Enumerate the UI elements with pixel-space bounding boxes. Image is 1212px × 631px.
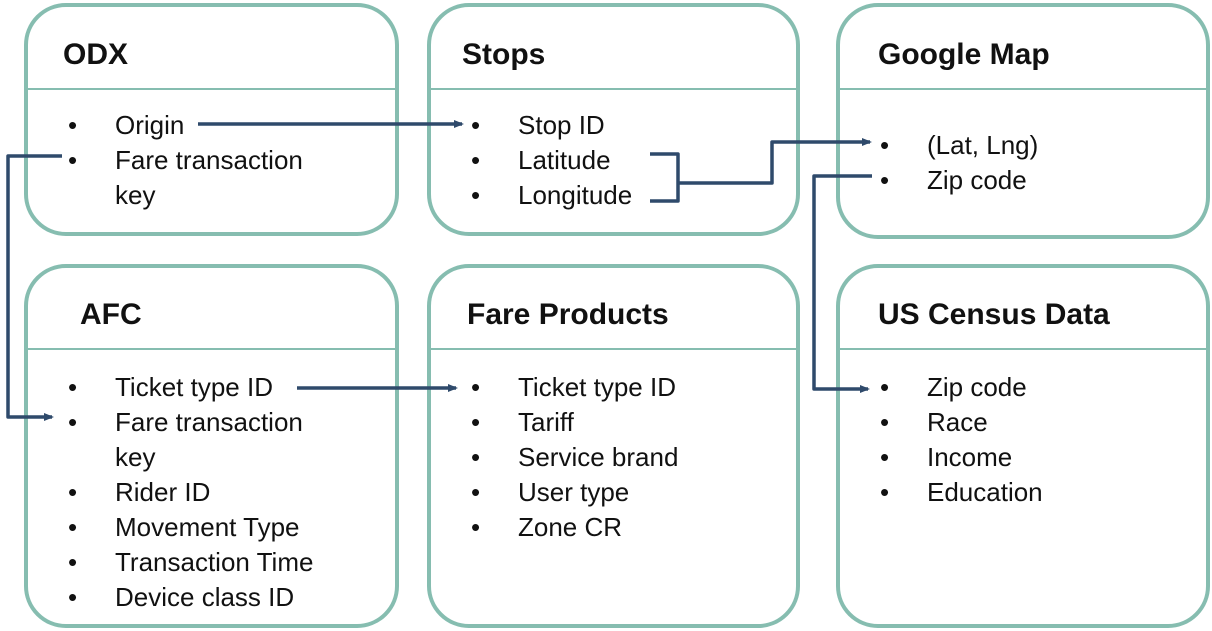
stops-list: • Stop ID • Latitude • Longitude bbox=[431, 108, 632, 213]
fare-products-item-service-brand: • Service brand bbox=[431, 440, 678, 475]
google-map-list: • (Lat, Lng) • Zip code bbox=[840, 128, 1038, 198]
item-text: (Lat, Lng) bbox=[927, 130, 1039, 160]
bullet: • bbox=[68, 372, 78, 402]
bullet: • bbox=[68, 407, 78, 437]
item-text: Zip code bbox=[927, 165, 1027, 195]
bullet: • bbox=[68, 512, 78, 542]
afc-item-device-class-id: • Device class ID bbox=[28, 580, 313, 615]
afc-divider bbox=[28, 348, 395, 350]
google-map-item-lat-lng: • (Lat, Lng) bbox=[840, 128, 1038, 163]
stops-item-longitude: • Longitude bbox=[431, 178, 632, 213]
fare-products-divider bbox=[431, 348, 796, 350]
bullet: • bbox=[880, 130, 890, 160]
fare-products-item-ticket-type-id: • Ticket type ID bbox=[431, 370, 678, 405]
fare-products-title: Fare Products bbox=[467, 298, 669, 331]
item-text: User type bbox=[518, 477, 630, 507]
afc-box: AFC • Ticket type ID • Fare transaction key… bbox=[24, 264, 399, 628]
fare-products-item-tariff: • Tariff bbox=[431, 405, 678, 440]
odx-list: • Origin • Fare transaction key bbox=[28, 108, 303, 213]
afc-list: • Ticket type ID • Fare transaction key • Ri… bbox=[28, 370, 313, 615]
bullet: • bbox=[880, 372, 890, 402]
item-text: Fare transaction bbox=[115, 407, 303, 437]
stops-divider bbox=[431, 88, 796, 90]
bullet: • bbox=[471, 110, 481, 140]
item-text: Rider ID bbox=[115, 477, 211, 507]
item-text: Tariff bbox=[518, 407, 574, 437]
bullet: • bbox=[471, 180, 481, 210]
bullet: • bbox=[68, 547, 78, 577]
item-text-continuation: key bbox=[115, 180, 156, 210]
google-map-divider bbox=[840, 88, 1206, 90]
afc-item-movement-type: • Movement Type bbox=[28, 510, 313, 545]
bullet: • bbox=[471, 372, 481, 402]
fare-products-item-zone-cr: • Zone CR bbox=[431, 510, 678, 545]
bullet: • bbox=[68, 477, 78, 507]
bullet: • bbox=[68, 582, 78, 612]
bullet: • bbox=[880, 442, 890, 472]
item-text-continuation: key bbox=[115, 442, 156, 472]
us-census-item-income: • Income bbox=[840, 440, 1043, 475]
bullet: • bbox=[68, 110, 78, 140]
stops-item-stop-id: • Stop ID bbox=[431, 108, 632, 143]
us-census-title: US Census Data bbox=[878, 298, 1110, 331]
us-census-item-zip-code: • Zip code bbox=[840, 370, 1043, 405]
item-text: Longitude bbox=[518, 180, 633, 210]
us-census-item-education: • Education bbox=[840, 475, 1043, 510]
stops-item-latitude: • Latitude bbox=[431, 143, 632, 178]
item-text: Ticket type ID bbox=[518, 372, 676, 402]
bullet: • bbox=[880, 165, 890, 195]
odx-divider bbox=[28, 88, 395, 90]
item-text: Race bbox=[927, 407, 988, 437]
item-text: Zone CR bbox=[518, 512, 623, 542]
us-census-item-race: • Race bbox=[840, 405, 1043, 440]
afc-item-transaction-time: • Transaction Time bbox=[28, 545, 313, 580]
bullet: • bbox=[471, 477, 481, 507]
afc-item-fare-transaction-key: • Fare transaction key bbox=[28, 405, 313, 475]
item-text: Fare transaction bbox=[115, 145, 303, 175]
item-text: Movement Type bbox=[115, 512, 300, 542]
afc-item-ticket-type-id: • Ticket type ID bbox=[28, 370, 313, 405]
fare-products-item-user-type: • User type bbox=[431, 475, 678, 510]
odx-item-fare-transaction-key: • Fare transaction key bbox=[28, 143, 303, 213]
google-map-title: Google Map bbox=[878, 38, 1050, 71]
google-map-box: Google Map • (Lat, Lng) • Zip code bbox=[836, 3, 1210, 239]
bullet: • bbox=[471, 407, 481, 437]
bullet: • bbox=[471, 145, 481, 175]
bullet: • bbox=[471, 512, 481, 542]
item-text: Origin bbox=[115, 110, 185, 140]
fare-products-list: • Ticket type ID • Tariff • Service brand •… bbox=[431, 370, 678, 545]
us-census-list: • Zip code • Race • Income • Education bbox=[840, 370, 1043, 510]
item-text: Transaction Time bbox=[115, 547, 314, 577]
item-text: Zip code bbox=[927, 372, 1027, 402]
us-census-box: US Census Data • Zip code • Race • Income •… bbox=[836, 264, 1210, 628]
afc-item-rider-id: • Rider ID bbox=[28, 475, 313, 510]
item-text: Income bbox=[927, 442, 1013, 472]
fare-products-box: Fare Products • Ticket type ID • Tariff • S… bbox=[427, 264, 800, 628]
item-text: Service brand bbox=[518, 442, 679, 472]
item-text: Education bbox=[927, 477, 1043, 507]
bullet: • bbox=[68, 145, 78, 175]
us-census-divider bbox=[840, 348, 1206, 350]
stops-box: Stops • Stop ID • Latitude • Longitude bbox=[427, 3, 800, 236]
google-map-item-zip-code: • Zip code bbox=[840, 163, 1038, 198]
bullet: • bbox=[471, 442, 481, 472]
bullet: • bbox=[880, 477, 890, 507]
odx-item-origin: • Origin bbox=[28, 108, 303, 143]
odx-title: ODX bbox=[63, 38, 129, 71]
bullet: • bbox=[880, 407, 890, 437]
afc-title: AFC bbox=[80, 298, 142, 331]
item-text: Latitude bbox=[518, 145, 611, 175]
odx-box: ODX • Origin • Fare transaction key bbox=[24, 3, 399, 236]
item-text: Stop ID bbox=[518, 110, 605, 140]
item-text: Device class ID bbox=[115, 582, 295, 612]
stops-title: Stops bbox=[462, 38, 546, 71]
item-text: Ticket type ID bbox=[115, 372, 273, 402]
